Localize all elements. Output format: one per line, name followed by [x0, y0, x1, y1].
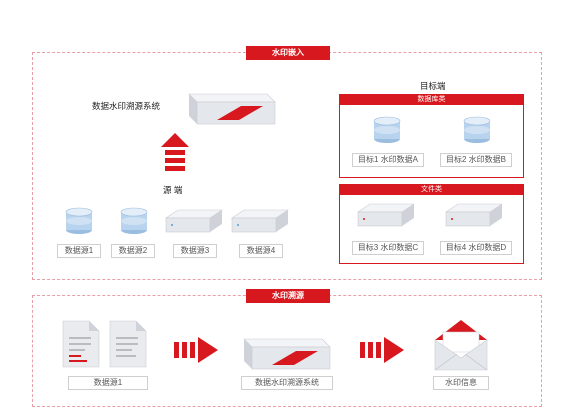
- target-3-label: 目标3 水印数据C: [352, 241, 424, 255]
- database-icon: [65, 207, 93, 234]
- source-label: 源 端: [163, 185, 183, 195]
- watermark-server-icon: [243, 338, 331, 370]
- target-2-label: 目标2 水印数据B: [440, 153, 512, 167]
- right-arrow-icon: [174, 337, 218, 363]
- trace-title: 水印溯源: [246, 289, 330, 303]
- envelope-icon: [434, 320, 488, 371]
- embed-title: 水印嵌入: [246, 46, 330, 60]
- document-icon: [109, 320, 147, 368]
- source-3-label: 数据源3: [173, 244, 217, 258]
- trace-source-label: 数据源1: [68, 376, 148, 390]
- database-panel: 数据库类: [339, 94, 524, 178]
- watermark-info-label: 水印信息: [433, 376, 489, 390]
- right-arrow-icon: [360, 337, 404, 363]
- database-icon: [120, 207, 148, 234]
- source-2-label: 数据源2: [111, 244, 155, 258]
- server-icon: [357, 203, 415, 227]
- trace-system-label: 数据水印溯源系统: [241, 376, 333, 390]
- database-icon: [373, 116, 401, 143]
- target-label: 目标端: [420, 81, 446, 91]
- watermark-server-icon: [188, 93, 276, 125]
- server-icon: [165, 209, 223, 233]
- file-panel-title: 文件类: [339, 184, 524, 195]
- server-icon: [445, 203, 503, 227]
- server-icon: [231, 209, 289, 233]
- database-panel-title: 数据库类: [339, 94, 524, 105]
- source-1-label: 数据源1: [57, 244, 101, 258]
- target-4-label: 目标4 水印数据D: [440, 241, 512, 255]
- up-arrow-icon: [161, 133, 189, 171]
- database-icon: [463, 116, 491, 143]
- target-1-label: 目标1 水印数据A: [352, 153, 424, 167]
- source-4-label: 数据源4: [239, 244, 283, 258]
- document-icon: [62, 320, 100, 368]
- system-label: 数据水印溯源系统: [92, 101, 161, 111]
